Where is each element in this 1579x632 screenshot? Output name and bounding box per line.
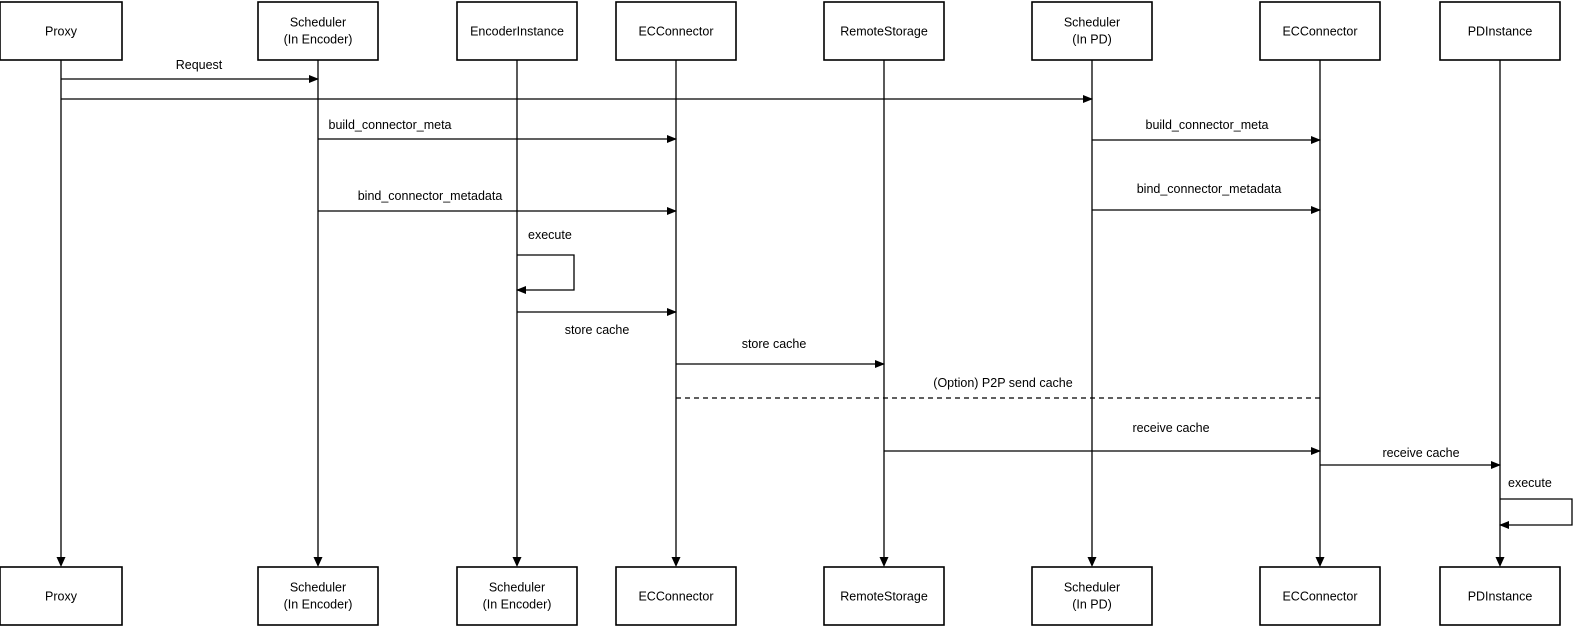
actor-label-line1: PDInstance xyxy=(1468,24,1533,38)
actor-box-top-proxy[interactable]: Proxy xyxy=(0,1,123,61)
actor-box-top-ec-connector-pd[interactable]: ECConnector xyxy=(1259,1,1381,61)
actor-box-bottom-remote-storage[interactable]: RemoteStorage xyxy=(823,566,945,626)
actor-box-top-encoder-instance[interactable]: EncoderInstance xyxy=(456,1,578,61)
actor-box-bottom-ec-connector-pd[interactable]: ECConnector xyxy=(1259,566,1381,626)
message-label: bind_connector_metadata xyxy=(358,189,503,203)
actor-box-rect xyxy=(1031,1,1153,61)
message-m3[interactable]: build_connector_meta xyxy=(318,118,677,143)
message-m8[interactable]: store cache xyxy=(676,337,885,368)
messages-group: Request build_connector_meta build_connect… xyxy=(61,58,1501,469)
actor-box-bottom-ec-connector-enc[interactable]: ECConnector xyxy=(615,566,737,626)
actor-box-rect xyxy=(1439,566,1561,626)
actor-box-rect xyxy=(257,1,379,61)
message-m10[interactable]: receive cache xyxy=(884,421,1321,455)
actor-box-top-pd-instance[interactable]: PDInstance xyxy=(1439,1,1561,61)
actor-label-line1: Scheduler xyxy=(489,580,545,594)
message-label: bind_connector_metadata xyxy=(1137,182,1282,196)
message-m1[interactable]: Request xyxy=(61,58,319,83)
self-message-path xyxy=(1499,498,1573,529)
actor-label-line1: Proxy xyxy=(45,24,78,38)
actor-box-rect xyxy=(1259,1,1381,61)
message-m4[interactable]: build_connector_meta xyxy=(1092,118,1321,144)
actor-box-bottom-scheduler-encoder[interactable]: Scheduler (In Encoder) xyxy=(257,566,379,626)
actor-label-line1: EncoderInstance xyxy=(470,24,564,38)
actor-box-bottom-proxy[interactable]: Proxy xyxy=(0,566,123,626)
actor-label-line1: ECConnector xyxy=(638,24,713,38)
actor-label-line1: Scheduler xyxy=(1064,580,1120,594)
message-label: receive cache xyxy=(1132,421,1209,435)
actor-label-line1: RemoteStorage xyxy=(840,24,928,38)
actor-label-line1: ECConnector xyxy=(1282,24,1357,38)
message-label: receive cache xyxy=(1382,446,1459,460)
actor-label-line1: PDInstance xyxy=(1468,589,1533,603)
message-label: Request xyxy=(176,58,223,72)
actor-box-top-scheduler-pd[interactable]: Scheduler (In PD) xyxy=(1031,1,1153,61)
actor-box-rect xyxy=(456,1,578,61)
message-label: store cache xyxy=(565,323,630,337)
message-m6[interactable]: bind_connector_metadata xyxy=(1092,182,1321,214)
actor-label-line2: (In Encoder) xyxy=(483,597,552,611)
actor-label-line1: Scheduler xyxy=(290,15,346,29)
message-m5[interactable]: bind_connector_metadata xyxy=(318,189,677,215)
message-label: build_connector_meta xyxy=(1146,118,1269,132)
actor-box-rect xyxy=(615,1,737,61)
self-message-s1[interactable]: execute xyxy=(516,228,575,294)
actor-label-line1: RemoteStorage xyxy=(840,589,928,603)
message-m9[interactable]: (Option) P2P send cache xyxy=(676,376,1320,399)
actor-box-top-ec-connector-enc[interactable]: ECConnector xyxy=(615,1,737,61)
actor-label-line1: Scheduler xyxy=(1064,15,1120,29)
actor-box-top-remote-storage[interactable]: RemoteStorage xyxy=(823,1,945,61)
actor-label-line1: Scheduler xyxy=(290,580,346,594)
actor-label-line2: (In PD) xyxy=(1072,597,1112,611)
actor-label-line2: (In Encoder) xyxy=(284,597,353,611)
actor-box-rect xyxy=(456,566,578,626)
actor-label-line1: ECConnector xyxy=(638,589,713,603)
actor-box-bottom-encoder-instance[interactable]: Scheduler (In Encoder) xyxy=(456,566,578,626)
message-label: (Option) P2P send cache xyxy=(933,376,1072,390)
message-m7[interactable]: store cache xyxy=(517,308,677,337)
actor-box-rect xyxy=(0,566,123,626)
self-message-label: execute xyxy=(1508,476,1552,490)
actor-label-line1: Proxy xyxy=(45,589,78,603)
actor-box-rect xyxy=(257,566,379,626)
actor-box-rect xyxy=(615,566,737,626)
actor-label-line2: (In PD) xyxy=(1072,32,1112,46)
message-label: build_connector_meta xyxy=(329,118,452,132)
actor-box-rect xyxy=(1439,1,1561,61)
self-message-s2[interactable]: execute xyxy=(1499,476,1573,529)
actor-box-rect xyxy=(0,1,123,61)
actor-box-rect xyxy=(1259,566,1381,626)
actor-label-line2: (In Encoder) xyxy=(284,32,353,46)
actor-box-bottom-pd-instance[interactable]: PDInstance xyxy=(1439,566,1561,626)
actor-box-rect xyxy=(823,1,945,61)
self-message-label: execute xyxy=(528,228,572,242)
actor-box-rect xyxy=(823,566,945,626)
self-message-path xyxy=(516,254,575,294)
message-m11[interactable]: receive cache xyxy=(1320,446,1501,469)
actor-box-bottom-scheduler-pd[interactable]: Scheduler (In PD) xyxy=(1031,566,1153,626)
message-label: store cache xyxy=(742,337,807,351)
self-messages-group: execute execute xyxy=(516,228,1573,529)
actor-label-line1: ECConnector xyxy=(1282,589,1357,603)
lifelines-group xyxy=(56,60,1505,567)
actor-box-rect xyxy=(1031,566,1153,626)
actor-box-top-scheduler-encoder[interactable]: Scheduler (In Encoder) xyxy=(257,1,379,61)
